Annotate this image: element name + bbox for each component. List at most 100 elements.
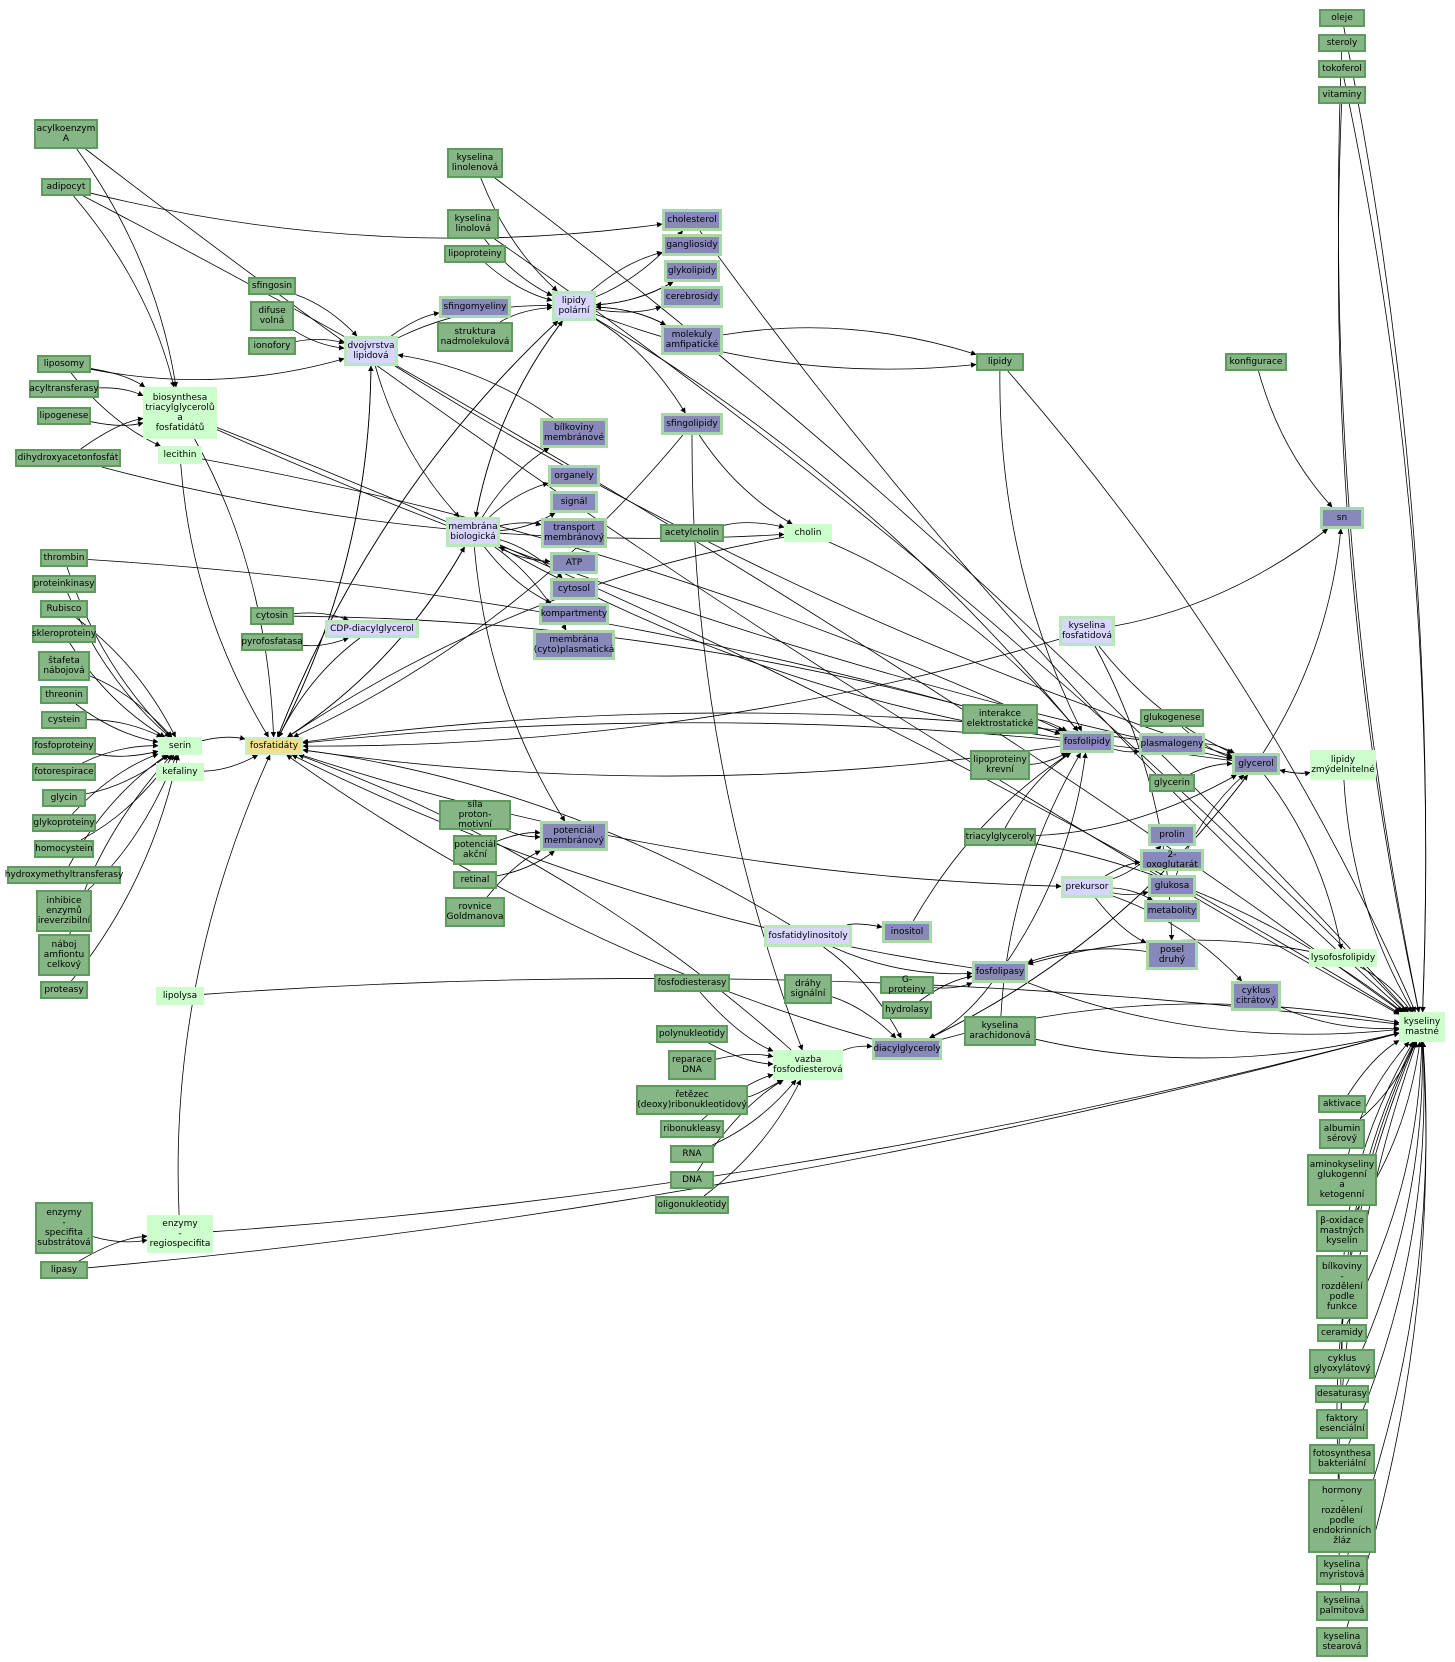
node-glukosa[interactable]: glukosa [1148,875,1196,897]
node-biosynthesa[interactable]: biosynthesa triacylglycerolů a fosfatidá… [143,387,217,439]
node-ceramidy[interactable]: ceramidy [1317,1324,1367,1342]
node-serin[interactable]: serin [158,737,202,755]
node-molekuly[interactable]: molekuly amfipatické [661,325,723,355]
node-skleroproteiny[interactable]: skleroproteiny [32,625,96,643]
node-vitaminy[interactable]: vitaminy [1318,86,1366,104]
node-kys-arachidonova[interactable]: kyselina arachidonová [964,1016,1036,1046]
node-drahy[interactable]: dráhy signální [784,974,832,1004]
node-lysofosfolipidy[interactable]: lysofosfolipidy [1309,949,1377,967]
node-cerebrosidy[interactable]: cerebrosidy [661,286,723,308]
node-kys-linolova[interactable]: kyselina linolová [447,209,499,239]
node-kys-palmitova[interactable]: kyselina palmitová [1316,1591,1368,1621]
node-atp[interactable]: ATP [550,552,598,574]
node-fosfatidylinositoly[interactable]: fosfatidylinositoly [764,925,852,947]
node-dihydroxy[interactable]: dihydroxyacetonfosfát [15,449,121,467]
node-pyrofosfatasa[interactable]: pyrofosfatasa [241,633,303,651]
node-cytosol[interactable]: cytosol [550,578,598,600]
node-fosfoproteiny[interactable]: fosfoproteiny [32,737,96,755]
node-transport[interactable]: transport membránový [541,518,607,548]
node-retezec[interactable]: řetězec (deoxy)ribonukleotidový [636,1085,748,1115]
node-rubisco[interactable]: Rubisco [40,600,88,618]
node-kys-myristova[interactable]: kyselina myristová [1316,1555,1368,1585]
node-sn[interactable]: sn [1320,507,1364,529]
node-retinal[interactable]: retinal [453,871,497,889]
node-potencial-memb[interactable]: potenciál membránový [540,821,608,851]
node-potencial-akcni[interactable]: potenciál akční [453,835,497,865]
node-sfingosin[interactable]: sfingosin [248,277,296,295]
node-oligonukleotidy[interactable]: oligonukleotidy [655,1196,729,1214]
node-liposomy[interactable]: liposomy [37,355,91,373]
node-proteinkinasy[interactable]: proteinkinasy [32,575,96,593]
node-stafeta[interactable]: štafeta nábojová [38,651,90,681]
node-hydrolasy[interactable]: hydrolasy [882,1001,932,1019]
node-glycerin[interactable]: glycerin [1149,774,1195,792]
node-cdp[interactable]: CDP-diacylglycerol [325,620,419,638]
node-sfingomyeliny[interactable]: sfingomyeliny [439,296,511,318]
node-steroly[interactable]: steroly [1318,34,1366,52]
node-konfigurace[interactable]: konfigurace [1225,353,1287,371]
node-interakce[interactable]: interakce elektrostatické [962,704,1038,734]
node-difuse[interactable]: difuse volná [250,301,294,331]
node-lecithin[interactable]: lecithin [158,446,202,464]
node-glycerol[interactable]: glycerol [1232,753,1280,775]
node-diacylglyceroly[interactable]: diacylglyceroly [872,1038,942,1060]
node-sfingolipidy[interactable]: sfingolipidy [661,413,723,435]
node-organely[interactable]: organely [548,465,600,487]
node-lipogenese[interactable]: lipogenese [37,407,91,425]
node-lipidy[interactable]: lipidy [976,353,1024,371]
node-inhibice[interactable]: inhibice enzymů ireverzibilní [36,890,92,932]
node-cholesterol[interactable]: cholesterol [662,209,722,231]
node-glykolipidy[interactable]: glykolipidy [664,260,720,282]
node-prolin[interactable]: prolin [1148,824,1196,846]
node-fosfatidaty[interactable]: fosfatidáty [245,737,303,755]
node-fotorespirace[interactable]: fotorespirace [32,763,96,781]
node-hormony[interactable]: hormony - rozdělení podle endokrinních ž… [1308,1479,1376,1553]
node-threonin[interactable]: threonin [40,686,88,704]
node-homocystein[interactable]: homocystein [34,840,94,858]
node-membrana-cyto[interactable]: membrána (cyto)plasmatická [533,630,615,660]
node-dna[interactable]: DNA [670,1171,714,1189]
node-hydroxymethyl[interactable]: hydroxymethyltransferasy [5,866,123,884]
node-metabolity[interactable]: metabolity [1144,900,1200,922]
node-kompartmenty[interactable]: kompartmenty [539,603,609,625]
node-posel[interactable]: posel druhý [1146,940,1198,970]
node-g-proteiny[interactable]: G-proteiny [880,975,934,995]
node-polynukleotidy[interactable]: polynukleotidy [656,1025,728,1043]
node-aktivace[interactable]: aktivace [1318,1095,1366,1113]
node-naboj[interactable]: náboj amfiontu celkový [38,934,90,976]
node-kyseliny-mastne[interactable]: kyseliny mastné [1399,1012,1445,1042]
node-lipidy-polarni[interactable]: lipidy polární [552,291,596,321]
node-kys-linolenova[interactable]: kyselina linolenová [447,148,503,178]
node-plasmalogeny[interactable]: plasmalogeny [1139,733,1205,755]
node-bilkoviny-rozd[interactable]: bílkoviny - rozdělení podle funkce [1316,1255,1368,1319]
node-rovnice[interactable]: rovnice Goldmanova [445,897,505,927]
node-fosfolipidy[interactable]: fosfolipidy [1060,731,1114,753]
node-aminokyseliny[interactable]: aminokyseliny glukogenní a ketogenní [1307,1154,1377,1206]
node-ionofory[interactable]: ionofory [248,337,296,355]
node-gangliosidy[interactable]: gangliosidy [662,234,722,256]
node-rna[interactable]: RNA [670,1145,714,1163]
node-cytosin[interactable]: cytosin [250,607,294,625]
node-lipasy[interactable]: lipasy [40,1261,88,1279]
node-bilkoviny-memb[interactable]: bílkoviny membránové [540,418,608,448]
node-sila[interactable]: síla proton-motivní [439,800,511,830]
node-lipoproteiny[interactable]: lipoproteiny [444,245,506,263]
node-proteasy[interactable]: proteasy [40,981,88,999]
node-fosfodiesterasy[interactable]: fosfodiesterasy [654,974,730,992]
node-oleje[interactable]: oleje [1319,9,1365,27]
node-dvojvrstva[interactable]: dvojvrstva lipidová [344,336,398,366]
node-desaturasy[interactable]: desaturasy [1315,1385,1369,1403]
node-enzymy-spec[interactable]: enzymy - specifita substrátová [35,1202,93,1254]
node-fosfolipasy[interactable]: fosfolipasy [972,961,1028,983]
node-albumin[interactable]: albumin sérový [1319,1119,1365,1149]
node-membrana-bio[interactable]: membrána biologická [446,517,500,547]
node-cyklus-citratovy[interactable]: cyklus citrátový [1231,981,1281,1011]
node-faktory[interactable]: faktory esenciální [1316,1409,1368,1439]
node-glycin[interactable]: glycin [42,789,86,807]
node-lipoproteiny-krevni[interactable]: lipoproteiny krevní [970,750,1030,780]
node-acyltransferasy[interactable]: acyltransferasy [29,380,99,398]
node-fotosynthesa[interactable]: fotosynthesa bakteriální [1309,1444,1375,1474]
node-adipocyt[interactable]: adipocyt [41,178,91,196]
node-signal[interactable]: signál [550,491,598,513]
node-prekursor[interactable]: prekursor [1061,876,1113,898]
